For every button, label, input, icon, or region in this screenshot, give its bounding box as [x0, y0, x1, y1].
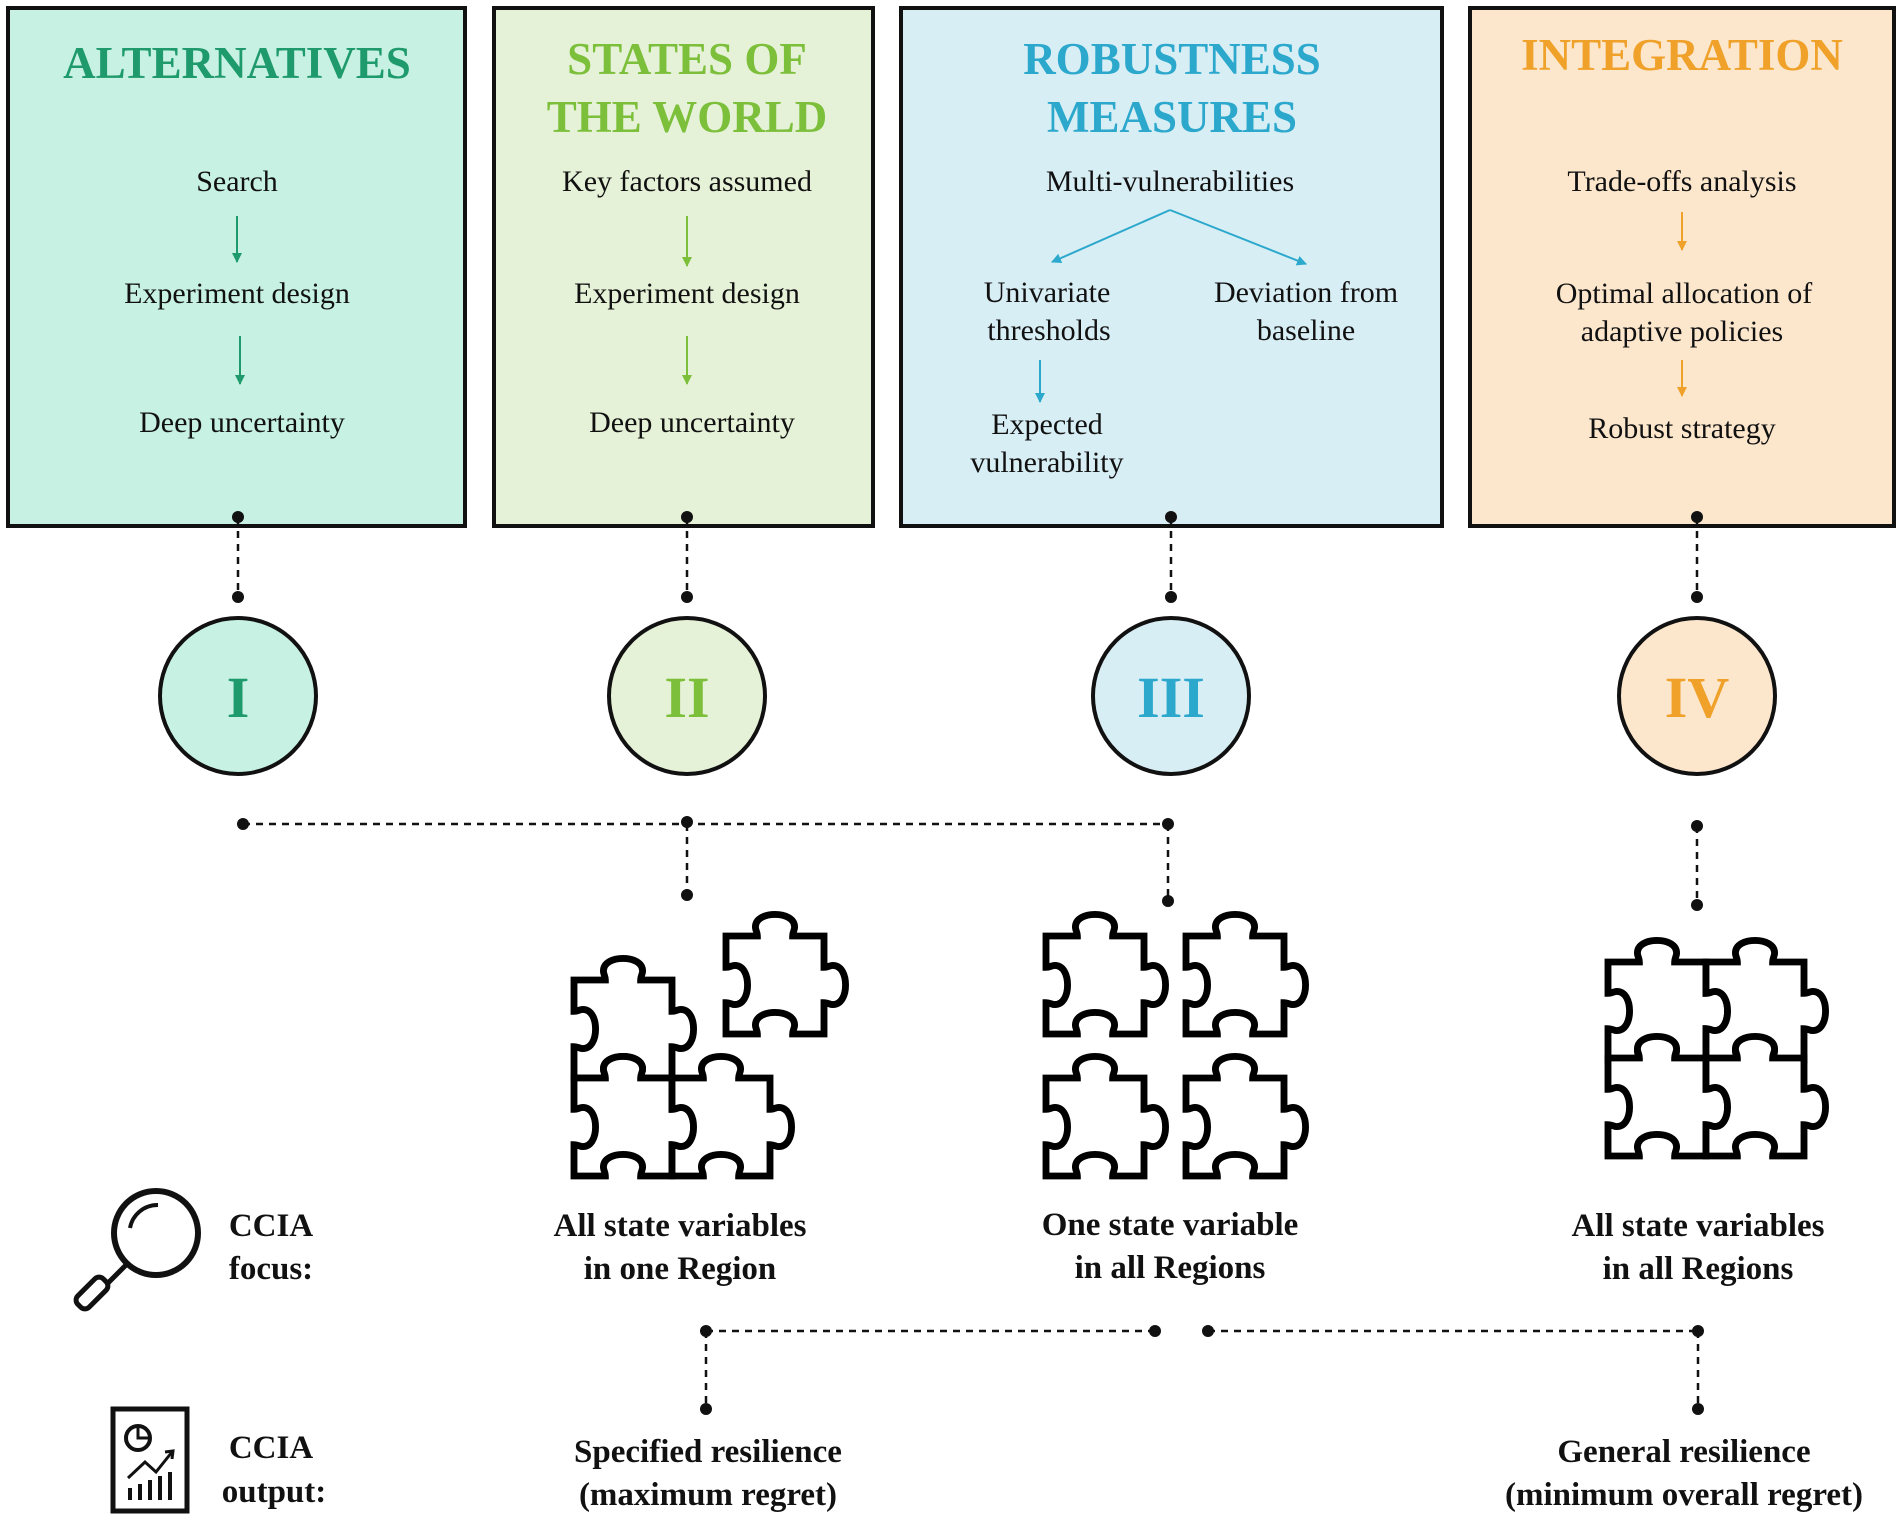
ccia-focus-label-line-1: CCIA: [229, 1208, 314, 1244]
integration-box-frame: [1468, 6, 1896, 528]
alternatives-title: ALTERNATIVES: [63, 38, 411, 88]
connector-dot: [1165, 591, 1177, 603]
focus-to-output-connectors: [700, 1325, 1704, 1415]
robustness-expected-line-2: vulnerability: [970, 446, 1123, 479]
robustness-item-multi-vulnerabilities: Multi-vulnerabilities: [1046, 165, 1294, 198]
connector-dot: [1691, 591, 1703, 603]
connector-dot: [232, 511, 244, 523]
output-item-1-line-2: (maximum regret): [579, 1477, 837, 1513]
focus-item-1-line-2: in one Region: [584, 1251, 777, 1287]
robustness-measures-box: ROBUSTNESS MEASURES Multi-vulnerabilitie…: [899, 6, 1444, 528]
robustness-arrow-right: [1169, 209, 1307, 266]
robustness-arrow-left: [1051, 209, 1171, 263]
robustness-box-frame: [899, 6, 1444, 528]
states-title-line-1: STATES OF: [567, 34, 807, 84]
connector-dot: [681, 511, 693, 523]
puzzle-piece: [1046, 914, 1166, 1034]
puzzle-piece: [1186, 1056, 1306, 1176]
puzzle-group-all-regions: [1608, 940, 1826, 1156]
circle-i: [158, 616, 318, 776]
integration-item-optimal-line-2: adaptive policies: [1581, 315, 1783, 348]
connector-dot: [1149, 1325, 1161, 1337]
robustness-title-line-1: ROBUSTNESS: [1023, 34, 1321, 84]
robustness-deviation-line-1: Deviation from: [1214, 276, 1398, 309]
circle-ii: [607, 616, 767, 776]
integration-item-robust-strategy: Robust strategy: [1588, 412, 1776, 445]
focus-item-3-line-1: All state variables: [1572, 1208, 1825, 1244]
connector-dot: [1691, 820, 1703, 832]
output-item-1-line-1: Specified resilience: [574, 1434, 842, 1470]
ccia-output-row: CCIA output: Specified resilience (maxim…: [110, 1406, 1863, 1514]
alternatives-item-deep-uncertainty: Deep uncertainty: [139, 406, 345, 439]
connector-dot: [1691, 511, 1703, 523]
puzzle-group-all-regions-one-variable: [1046, 914, 1306, 1176]
integration-title: INTEGRATION: [1521, 30, 1843, 80]
output-item-2-line-1: General resilience: [1557, 1434, 1810, 1470]
focus-item-2-line-1: One state variable: [1042, 1207, 1299, 1243]
robustness-univariate-line-1: Univariate: [984, 276, 1111, 309]
focus-item-1-line-1: All state variables: [554, 1208, 807, 1244]
circle-iv: [1617, 616, 1777, 776]
puzzle-group-one-region: [574, 914, 846, 1176]
connector-dot: [232, 591, 244, 603]
connector-dot: [681, 591, 693, 603]
output-item-2-line-2: (minimum overall regret): [1505, 1477, 1863, 1513]
integration-item-optimal-line-1: Optimal allocation of: [1556, 277, 1813, 310]
alternatives-item-search: Search: [196, 165, 278, 198]
states-of-the-world-box: STATES OF THE WORLD Key factors assumed …: [492, 6, 875, 528]
robustness-deviation-line-2: baseline: [1257, 314, 1355, 347]
connector-dot: [1202, 1325, 1214, 1337]
states-item-experiment-design: Experiment design: [574, 277, 800, 310]
circle-iii: [1091, 616, 1251, 776]
focus-item-3-line-2: in all Regions: [1603, 1251, 1794, 1287]
ccia-output-label-line-2: output:: [222, 1474, 327, 1510]
puzzle-piece: [726, 914, 846, 1034]
puzzle-piece: [1046, 1056, 1166, 1176]
alternatives-box-frame: [6, 6, 467, 528]
robustness-univariate-line-2: thresholds: [987, 314, 1110, 347]
box-to-circle-connectors: [232, 511, 1703, 603]
circle-to-focus-connectors: [237, 816, 1703, 911]
ccia-focus-row: CCIA focus: All state variables in one R…: [73, 1188, 1825, 1312]
ccia-output-label-line-1: CCIA: [229, 1430, 314, 1466]
integration-item-trade-offs: Trade-offs analysis: [1567, 165, 1796, 198]
puzzle-piece: [672, 1056, 792, 1176]
focus-item-2-line-2: in all Regions: [1075, 1250, 1266, 1286]
states-item-deep-uncertainty: Deep uncertainty: [589, 406, 795, 439]
connector-dot: [1692, 1403, 1704, 1415]
numeral-circles: I II III IV: [158, 616, 1777, 776]
connector-dot: [681, 816, 693, 828]
connector-dot: [681, 889, 693, 901]
ccia-focus-label-line-2: focus:: [229, 1251, 313, 1287]
robustness-expected-line-1: Expected: [991, 408, 1103, 441]
numeral-ii: II: [664, 665, 709, 730]
states-box-frame: [492, 6, 875, 528]
report-chart-icon: [110, 1406, 190, 1514]
alternatives-box: ALTERNATIVES Search Experiment design De…: [6, 6, 467, 528]
connector-dot: [237, 818, 249, 830]
states-item-key-factors: Key factors assumed: [562, 165, 812, 198]
connector-dot: [700, 1403, 712, 1415]
states-title-line-2: THE WORLD: [547, 92, 827, 142]
numeral-i: I: [227, 665, 250, 730]
integration-box: INTEGRATION Trade-offs analysis Optimal …: [1468, 6, 1896, 528]
connector-dot: [1162, 895, 1174, 907]
numeral-iv: IV: [1665, 665, 1730, 730]
magnifier-icon: [73, 1188, 201, 1312]
connector-dot: [1165, 511, 1177, 523]
connector-dot: [1691, 899, 1703, 911]
numeral-iii: III: [1137, 665, 1205, 730]
puzzle-piece: [1186, 914, 1306, 1034]
robustness-title-line-2: MEASURES: [1047, 92, 1297, 142]
alternatives-item-experiment-design: Experiment design: [124, 277, 350, 310]
